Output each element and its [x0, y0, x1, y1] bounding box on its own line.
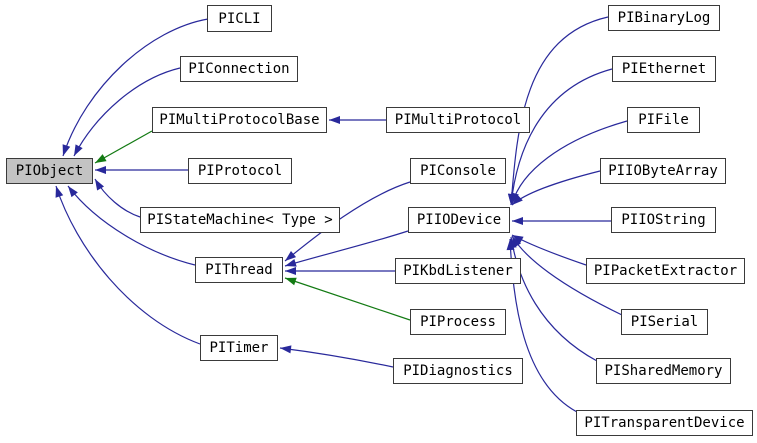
edge-PIBinaryLog-to-PIIODevice: [507, 16, 609, 206]
edge-PISerial-to-PIIODevice: [511, 235, 623, 316]
class-node-PIBinaryLog[interactable]: PIBinaryLog: [608, 5, 720, 31]
class-node-PIEthernet[interactable]: PIEthernet: [612, 56, 716, 82]
edge-PIDiagnostics-to-PITimer: [279, 345, 394, 368]
class-node-PIFile[interactable]: PIFile: [627, 107, 700, 133]
edge-PIConnection-to-PIObject: [73, 67, 181, 157]
class-node-PIMultiProtocolBase[interactable]: PIMultiProtocolBase: [152, 107, 327, 133]
edge-PICLI-to-PIObject: [62, 18, 209, 157]
edge-PIEthernet-to-PIIODevice: [508, 68, 613, 206]
edge-PITimer-to-PIObject: [55, 185, 201, 345]
edge-PIConsole-to-PIThread: [284, 181, 411, 262]
edge-PIStateMachine-to-PIObject: [94, 178, 141, 218]
class-node-PISerial[interactable]: PISerial: [621, 309, 708, 335]
class-node-PIObject: PIObject: [6, 158, 93, 184]
class-node-PIConnection[interactable]: PIConnection: [180, 56, 298, 82]
class-node-PITimer[interactable]: PITimer: [200, 335, 278, 361]
class-node-PIProcess[interactable]: PIProcess: [410, 309, 506, 335]
edge-PIMultiProtocolBase-to-PIObject: [94, 130, 153, 164]
class-node-PICLI[interactable]: PICLI: [207, 5, 272, 32]
class-node-PISharedMemory[interactable]: PISharedMemory: [596, 358, 731, 384]
class-node-PITransparentDevice[interactable]: PITransparentDevice: [576, 410, 753, 436]
edge-PIThread-to-PIObject: [67, 185, 196, 266]
class-node-PIIOByteArray[interactable]: PIIOByteArray: [600, 158, 726, 184]
class-node-PIConsole[interactable]: PIConsole: [410, 158, 506, 184]
class-node-PIPacketExtractor[interactable]: PIPacketExtractor: [586, 258, 745, 284]
class-node-PIIOString[interactable]: PIIOString: [611, 207, 716, 233]
class-node-PIStateMachine[interactable]: PIStateMachine< Type >: [140, 207, 340, 233]
class-node-PIKbdListener[interactable]: PIKbdListener: [395, 258, 521, 284]
class-node-PIThread[interactable]: PIThread: [195, 257, 283, 283]
edge-PIIODevice-to-PIThread: [284, 230, 409, 267]
class-node-PIIODevice[interactable]: PIIODevice: [408, 207, 510, 233]
class-node-PIDiagnostics[interactable]: PIDiagnostics: [393, 358, 523, 384]
edge-PISharedMemory-to-PIIODevice: [508, 236, 598, 362]
edge-PIIOByteArray-to-PIIODevice: [511, 170, 601, 206]
class-node-PIMultiProtocol[interactable]: PIMultiProtocol: [386, 107, 530, 133]
edge-PIProcess-to-PIThread: [284, 277, 411, 321]
class-node-PIProtocol[interactable]: PIProtocol: [188, 158, 292, 184]
edge-PIFile-to-PIIODevice: [511, 120, 628, 205]
